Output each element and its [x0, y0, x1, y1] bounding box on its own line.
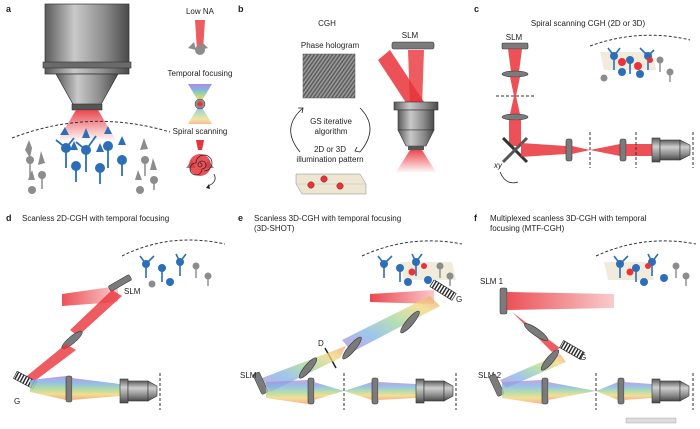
phase-hologram-label: Phase hologram: [301, 41, 360, 50]
panel-f-slm1-label: SLM 1: [480, 277, 504, 286]
method-spiral-scanning-label: Spiral scanning: [173, 127, 228, 136]
lens-e-4: [307, 377, 315, 405]
lens-e-5: [371, 377, 379, 405]
lens-d-2: [65, 375, 73, 403]
low-na-illustration: [188, 20, 208, 55]
lens-c-3: [565, 138, 573, 162]
tissue-inset-e: [361, 240, 463, 286]
panel-c: c Spiral scanning CGH (2D or 3D) SLM xy: [474, 4, 694, 184]
panel-d-grating-label: G: [14, 397, 20, 406]
illumination-pattern-box: [295, 173, 367, 195]
panel-b-slm-label: SLM: [402, 31, 419, 40]
temporal-focusing-illustration: [188, 84, 212, 124]
panel-e-title-2: (3D-SHOT): [254, 224, 295, 233]
panel-a-letter: a: [6, 4, 12, 14]
grating-f: [559, 340, 585, 360]
xy-scan-label: xy: [493, 161, 503, 170]
method-low-na-label: Low NA: [186, 7, 215, 16]
panel-c-title: Spiral scanning CGH (2D or 3D): [531, 19, 646, 28]
objective-f: [651, 378, 690, 404]
beam-b-to-objective: [408, 50, 424, 106]
lens-f-3: [541, 377, 549, 405]
lens-c-1: [501, 70, 529, 78]
objective-d: [119, 378, 158, 404]
panel-e-title-1: Scanless 3D-CGH with temporal focusing: [254, 214, 401, 223]
gs-algorithm-label-1: GS iterative: [310, 117, 352, 126]
lens-c-2: [501, 113, 529, 121]
panel-b: b CGH Phase hologram GS iterative algori…: [238, 4, 439, 195]
panel-e-slm-label: SLM: [240, 371, 257, 380]
panel-f-title-2: focusing (MTF-CGH): [490, 224, 565, 233]
slm2-f: [488, 374, 505, 397]
lens-e-1: [400, 310, 420, 334]
grating-e: [429, 279, 457, 301]
illumination-label-1: 2D or 3D: [314, 145, 346, 154]
scale-bar: [625, 417, 677, 424]
panel-f-grating-label: G: [580, 353, 586, 362]
slm-b: [391, 41, 435, 50]
lens-e-2: [342, 336, 362, 360]
tissue-inset-c: [589, 34, 691, 82]
gs-loop-arrow-left: [290, 107, 304, 153]
lens-e-3: [298, 357, 318, 379]
tissue-inset-d: [121, 239, 226, 288]
panel-d-title: Scanless 2D-CGH with temporal focusing: [22, 214, 169, 223]
slm1-f: [499, 287, 508, 315]
panel-c-letter: c: [474, 4, 479, 14]
panel-d-slm-label: SLM: [124, 287, 141, 296]
lens-c-4: [619, 138, 627, 162]
lens-f-4: [617, 377, 625, 405]
slm-c: [501, 42, 529, 50]
panel-e-grating-label: G: [456, 295, 462, 304]
panel-f: f Multiplexed scanless 3D-CGH with tempo…: [474, 213, 697, 424]
gs-loop-arrow-right: [359, 107, 371, 153]
panel-b-letter: b: [238, 4, 244, 14]
panel-d-letter: d: [6, 213, 12, 223]
slm-d: [108, 274, 132, 292]
spiral-scanning-illustration: [186, 140, 216, 189]
objective-b: [393, 101, 439, 150]
panel-e-d-label: D: [318, 339, 324, 348]
panel-a: a Low NA: [6, 3, 233, 194]
objective-e: [415, 378, 454, 404]
gs-algorithm-label-2: algorithm: [315, 127, 348, 136]
panel-c-slm-label: SLM: [506, 33, 523, 42]
galvo-mirrors-c: [501, 136, 529, 164]
panel-f-letter: f: [474, 213, 478, 223]
slm-e: [252, 372, 269, 395]
method-temporal-focusing-label: Temporal focusing: [168, 69, 233, 78]
panel-f-title-1: Multiplexed scanless 3D-CGH with tempora…: [490, 214, 647, 223]
objective-c: [651, 137, 691, 163]
tissue-inset-f: [595, 240, 697, 286]
panel-b-title: CGH: [318, 19, 336, 28]
excitation-light-a: [58, 110, 116, 140]
lens-f-2: [540, 349, 560, 371]
objective-a: [42, 3, 132, 111]
panel-f-slm2-label: SLM 2: [478, 371, 502, 380]
panel-e-letter: e: [238, 213, 243, 223]
tissue-surface-a: [11, 120, 171, 139]
panel-d: d Scanless 2D-CGH with temporal focusing…: [6, 213, 226, 410]
phase-hologram-image: [302, 53, 356, 99]
neuron-population-a: [25, 126, 158, 194]
lens-f-1: [524, 323, 548, 341]
panel-e: e Scanless 3D-CGH with temporal focusing…: [238, 213, 462, 410]
focused-light-b: [396, 150, 436, 172]
illumination-label-2: illumination pattern: [296, 155, 363, 164]
